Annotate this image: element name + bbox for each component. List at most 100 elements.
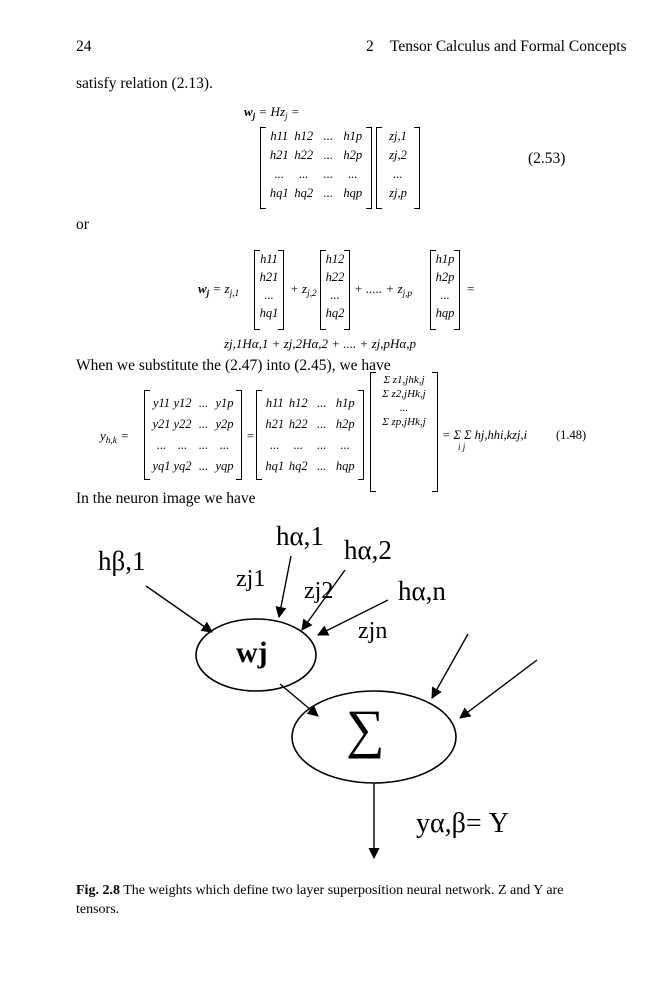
caption-label: Fig. 2.8 xyxy=(76,883,120,898)
matrix-entry: y11 xyxy=(152,396,171,410)
eq-2-53-number: (2.53) xyxy=(528,150,566,167)
matrix-entry: ... xyxy=(219,438,230,452)
matrix-entry: ... xyxy=(323,186,333,200)
eq-1-48-number: (1.48) xyxy=(556,428,587,442)
matrix-entry: ... xyxy=(323,167,333,181)
matrix-entry: ... xyxy=(198,396,209,410)
label-z-j1: zj1 xyxy=(236,566,266,592)
matrix-entry: ... xyxy=(348,167,358,181)
eq-or-lhs: wj = zj,1 xyxy=(198,281,240,299)
matrix-entry: h1p xyxy=(335,396,355,410)
eq-1-48-lhs: yh,k = xyxy=(100,428,129,446)
matrix-entry: hq2 xyxy=(288,459,308,473)
matrix-entry: ... xyxy=(177,438,188,452)
matrix-entry: ... xyxy=(323,129,333,143)
label-h-alpha-n: hα,n xyxy=(398,576,446,606)
vector-entry: zj,2 xyxy=(389,148,407,162)
vector-entry: hq1 xyxy=(259,306,279,320)
label-h-alpha-1: hα,1 xyxy=(276,521,324,551)
matrix-entry: h2p xyxy=(343,148,363,162)
eq-2-53-lhs: wj = Hzj = xyxy=(244,104,300,122)
matrix-entry: y22 xyxy=(173,417,192,431)
matrix-entry: h11 xyxy=(265,396,284,410)
sum-entry: Σ z1,jhk,j xyxy=(383,374,425,386)
vector-entry: h12 xyxy=(325,252,345,266)
label-h-alpha-2: hα,2 xyxy=(344,535,392,565)
vector-entry: ... xyxy=(330,288,340,302)
matrix-entry: yq1 xyxy=(152,459,171,473)
matrix-entry: y2p xyxy=(215,417,234,431)
matrix-entry: hq1 xyxy=(269,186,289,200)
body-text-neuron: In the neuron image we have xyxy=(76,490,256,507)
vector-entry: zj,1 xyxy=(389,129,407,143)
eq-2-53-vector-z: zj,1 zj,2... zj,p xyxy=(376,127,420,209)
sum-entry: ... xyxy=(399,402,409,414)
matrix-entry: ... xyxy=(317,396,327,410)
matrix-entry: hqp xyxy=(335,459,355,473)
arrow-wj-to-sum xyxy=(279,683,319,717)
matrix-entry: yq2 xyxy=(173,459,192,473)
matrix-entry: ... xyxy=(198,417,209,431)
matrix-entry: ... xyxy=(317,417,327,431)
matrix-entry: y12 xyxy=(173,396,192,410)
body-text-satisfy: satisfy relation (2.13). xyxy=(76,75,213,92)
matrix-entry: yqp xyxy=(215,459,234,473)
arrow-input-a xyxy=(431,633,469,699)
matrix-entry: ... xyxy=(340,438,350,452)
vector-entry: ... xyxy=(393,167,403,181)
matrix-entry: h21 xyxy=(269,148,289,162)
matrix-entry: h22 xyxy=(288,417,308,431)
label-z-jn: zjn xyxy=(358,618,388,644)
matrix-entry: ... xyxy=(293,438,303,452)
vector-entry: hqp xyxy=(435,306,455,320)
matrix-entry: h2p xyxy=(335,417,355,431)
vector-entry: hq2 xyxy=(325,306,345,320)
eq-or-result: zj,1Hα,1 + zj,2Hα,2 + .... + zj,pHα,p xyxy=(224,336,416,351)
arrow-input-b xyxy=(459,659,538,719)
neuron-wj-ellipse xyxy=(195,618,317,692)
eq-1-48-rhs-subs: i j xyxy=(458,442,466,452)
vector-entry: ... xyxy=(264,288,274,302)
matrix-entry: h12 xyxy=(294,129,314,143)
matrix-entry: hq2 xyxy=(294,186,314,200)
eq-or-coef-3: + ..... + zj,p xyxy=(354,281,413,299)
chapter-number: 2 xyxy=(366,38,374,55)
matrix-entry: ... xyxy=(156,438,167,452)
eq-1-48-equals: = xyxy=(246,428,255,443)
eq-or-coef-2: + zj,2 xyxy=(290,281,317,299)
matrix-entry: ... xyxy=(317,459,327,473)
vector-entry: h1p xyxy=(435,252,455,266)
matrix-entry: hqp xyxy=(343,186,363,200)
matrix-entry: h21 xyxy=(265,417,285,431)
chapter-title: Tensor Calculus and Formal Concepts xyxy=(390,38,627,55)
vector-entry: h2p xyxy=(435,270,455,284)
vector-entry: h11 xyxy=(260,252,278,266)
matrix-entry: y1p xyxy=(215,396,234,410)
vector-entry: zj,p xyxy=(389,186,407,200)
matrix-entry: h1p xyxy=(343,129,363,143)
label-z-j2: zj2 xyxy=(304,578,334,604)
arrow-h-alpha-2 xyxy=(301,569,346,631)
label-w-j: wj xyxy=(236,636,268,669)
caption-text: The weights which define two layer super… xyxy=(76,883,564,917)
matrix-entry: ... xyxy=(198,438,209,452)
matrix-entry: ... xyxy=(274,167,284,181)
sum-entry: Σ z2,jHk,j xyxy=(382,388,426,400)
matrix-entry: ... xyxy=(198,459,209,473)
figure-caption: Fig. 2.8 The weights which define two la… xyxy=(76,882,576,920)
matrix-entry: h22 xyxy=(294,148,314,162)
label-y-output: yα,β= Y xyxy=(416,808,509,839)
matrix-entry: h12 xyxy=(288,396,308,410)
matrix-entry: ... xyxy=(323,148,333,162)
arrow-h-beta-1 xyxy=(145,585,213,633)
arrow-h-alpha-1 xyxy=(275,555,292,619)
matrix-entry: ... xyxy=(299,167,309,181)
